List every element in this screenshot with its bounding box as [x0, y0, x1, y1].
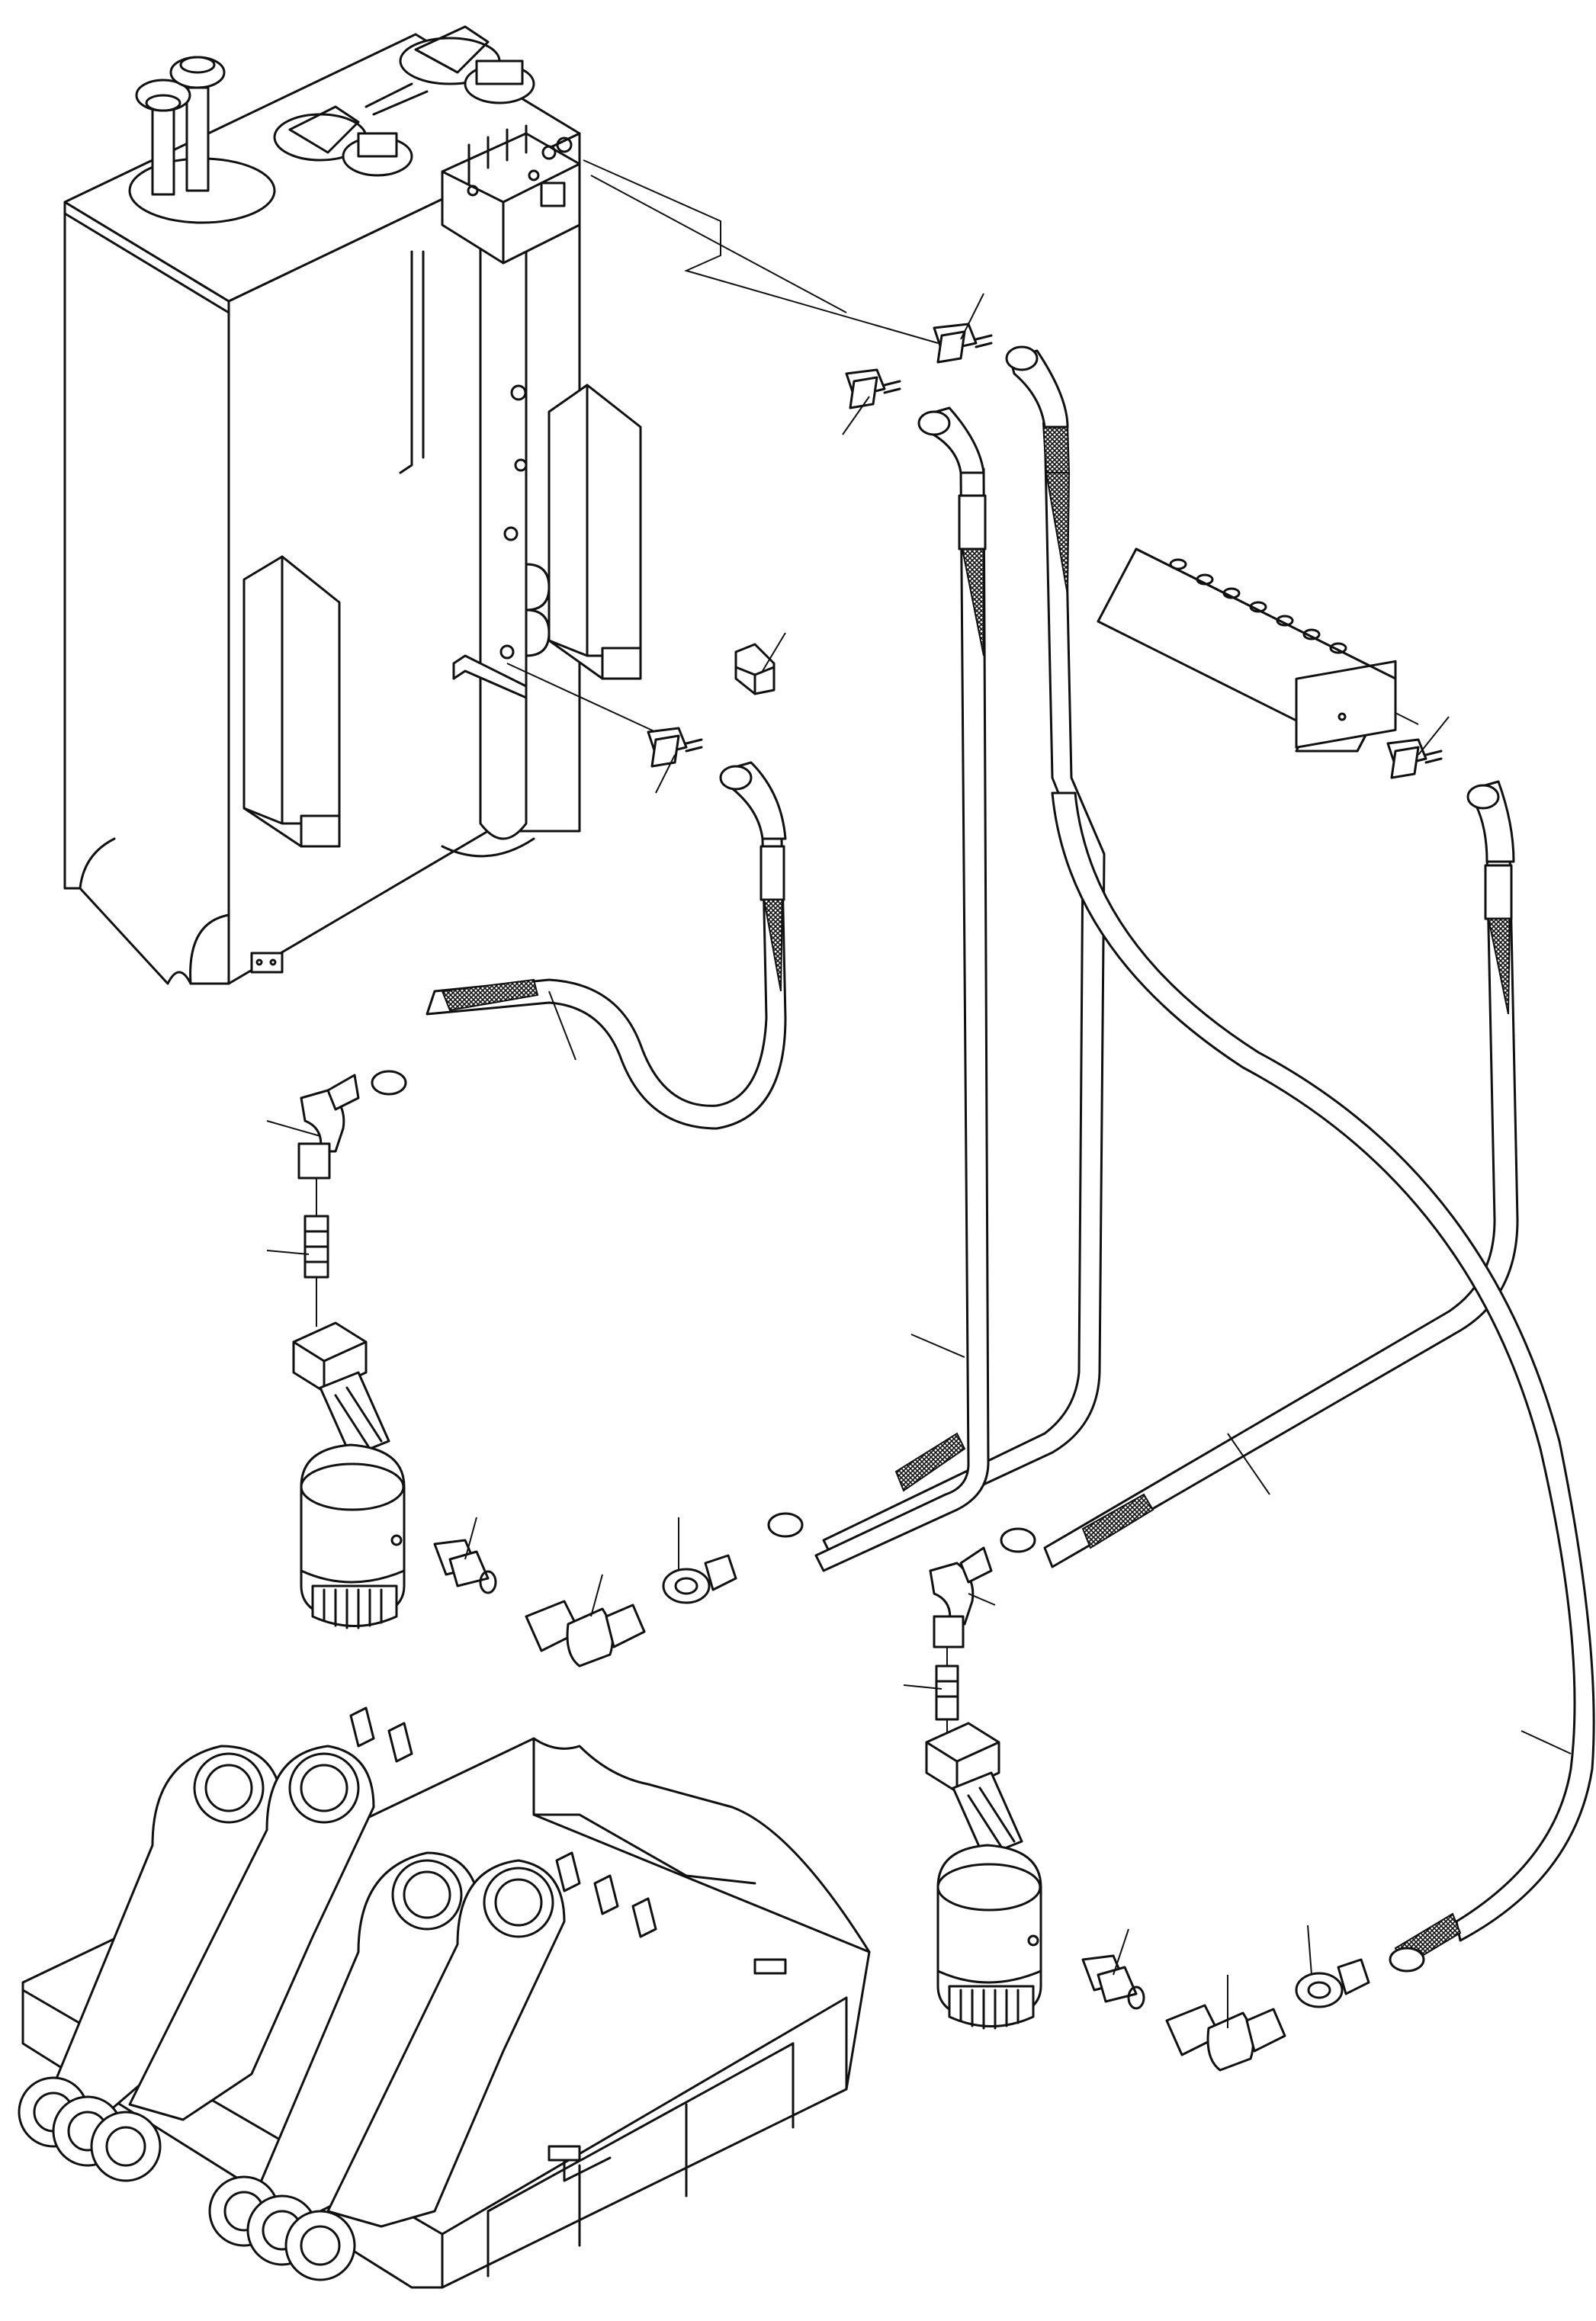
hydraulic-tank: [63, 25, 642, 985]
leader-8: [266, 1250, 310, 1255]
machine-frame: [18, 1706, 871, 2289]
leader-9: [910, 1334, 965, 1358]
leader-lines: [266, 293, 1572, 2028]
connector-upper-1: [933, 323, 993, 364]
tank-top: [63, 33, 581, 303]
elbow-lower-right: [1165, 2004, 1286, 2072]
hoses: [425, 159, 1595, 1969]
plug-bolt: [734, 643, 776, 695]
elbow-lower-left: [525, 1600, 646, 1668]
connector-upper-2: [845, 368, 901, 409]
connector-lower-right-1: [1081, 1954, 1145, 2010]
leader-19: [1307, 1925, 1312, 1976]
leader-15: [903, 1684, 943, 1690]
leader-2: [842, 396, 870, 435]
leader-11: [590, 1574, 603, 1617]
valve-right: [925, 1722, 1042, 2030]
hose-a: [822, 422, 1106, 1557]
leader-10: [464, 1517, 477, 1560]
leader-16: [1521, 1730, 1572, 1754]
connector-lower-left-1: [433, 1539, 497, 1594]
tank-rib-left: [242, 555, 341, 848]
connector-mid-left: [647, 727, 703, 768]
elbow-left-upper: [297, 1070, 407, 1180]
tank-rib-right: [548, 384, 642, 680]
frame-arm-right: [208, 1851, 566, 2281]
elbow-right-upper: [929, 1527, 1036, 1648]
leader-17: [1113, 1928, 1129, 1976]
tank-body: [63, 201, 230, 985]
valve-left: [292, 1321, 406, 1629]
leader-4: [655, 754, 676, 794]
leader-5: [1418, 716, 1450, 756]
hose-d: [1043, 852, 1519, 1568]
frame-arm-left: [18, 1745, 375, 2182]
nipple-right-upper: [935, 1665, 959, 1721]
leader-7: [266, 1120, 321, 1137]
leader-14: [968, 1593, 996, 1606]
fittings: [297, 323, 1515, 2072]
hose-b: [814, 467, 990, 1572]
breather-left: [128, 56, 276, 224]
tank-column: [479, 197, 528, 840]
leader-3: [762, 632, 786, 672]
nut-lower-left: [662, 1512, 804, 1604]
distribution-block: [1097, 547, 1397, 753]
nipple-left-upper: [303, 1215, 329, 1279]
connector-right-block: [1386, 738, 1443, 779]
leader-13: [1227, 1433, 1270, 1495]
leader-1: [960, 293, 984, 340]
hose-c: [425, 837, 787, 1130]
leader-6: [548, 990, 576, 1061]
nut-lower-right: [1295, 1947, 1425, 2008]
filter-caps: [273, 25, 535, 177]
